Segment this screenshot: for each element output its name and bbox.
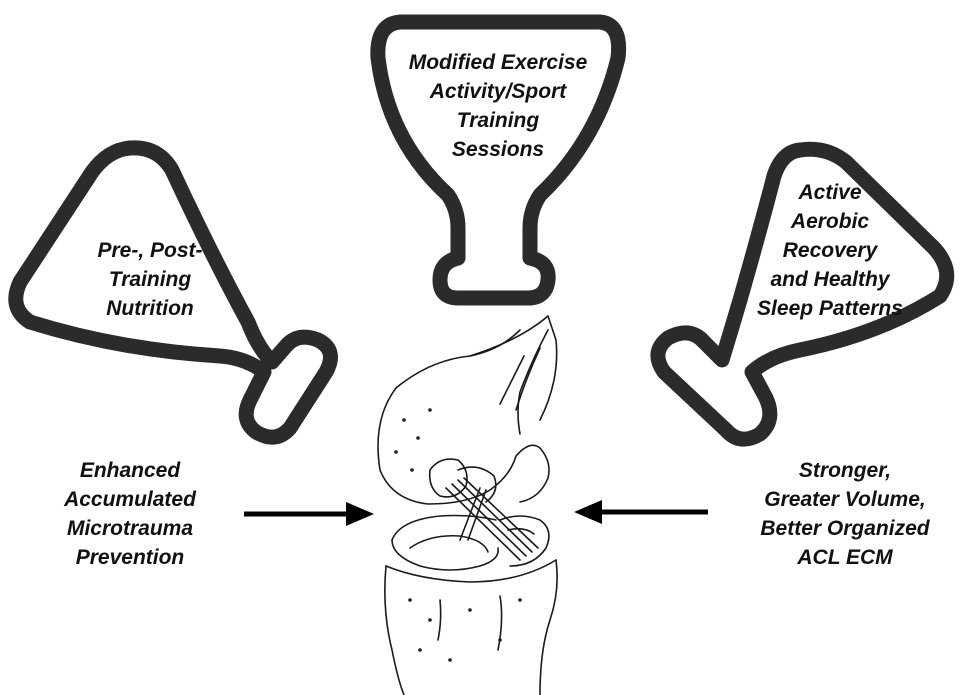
flask-top-line: Sessions	[393, 135, 603, 164]
outcome-right-line: Greater Volume,	[740, 485, 950, 514]
flask-left-label: Pre-, Post- Training Nutrition	[80, 236, 220, 323]
outcome-left-label: Enhanced Accumulated Microtrauma Prevent…	[40, 456, 220, 572]
flask-top-line: Modified Exercise	[393, 48, 603, 77]
flask-right-line: Recovery	[740, 236, 920, 265]
outcome-right-line: Better Organized	[740, 514, 950, 543]
outcome-right-label: Stronger, Greater Volume, Better Organiz…	[740, 456, 950, 572]
flask-left-line: Nutrition	[80, 294, 220, 323]
flask-top-line: Training	[393, 106, 603, 135]
flask-top-line: Activity/Sport	[393, 77, 603, 106]
flask-left-line: Training	[80, 265, 220, 294]
arrow-left-icon	[574, 500, 708, 524]
outcome-left-line: Microtrauma	[40, 514, 220, 543]
flask-left-line: Pre-, Post-	[80, 236, 220, 265]
outcome-left-line: Enhanced	[40, 456, 220, 485]
outcome-left-line: Prevention	[40, 543, 220, 572]
arrow-right-icon	[244, 502, 374, 526]
flask-right-line: and Healthy	[740, 265, 920, 294]
flask-right-label: Active Aerobic Recovery and Healthy Slee…	[740, 178, 920, 323]
flask-right-line: Active	[740, 178, 920, 207]
flask-right-line: Aerobic	[740, 207, 920, 236]
outcome-right-line: Stronger,	[740, 456, 950, 485]
outcome-left-line: Accumulated	[40, 485, 220, 514]
outcome-right-line: ACL ECM	[740, 543, 950, 572]
knee-joint-illustration	[378, 316, 557, 695]
flask-right-line: Sleep Patterns	[740, 294, 920, 323]
flask-top-label: Modified Exercise Activity/Sport Trainin…	[393, 48, 603, 164]
